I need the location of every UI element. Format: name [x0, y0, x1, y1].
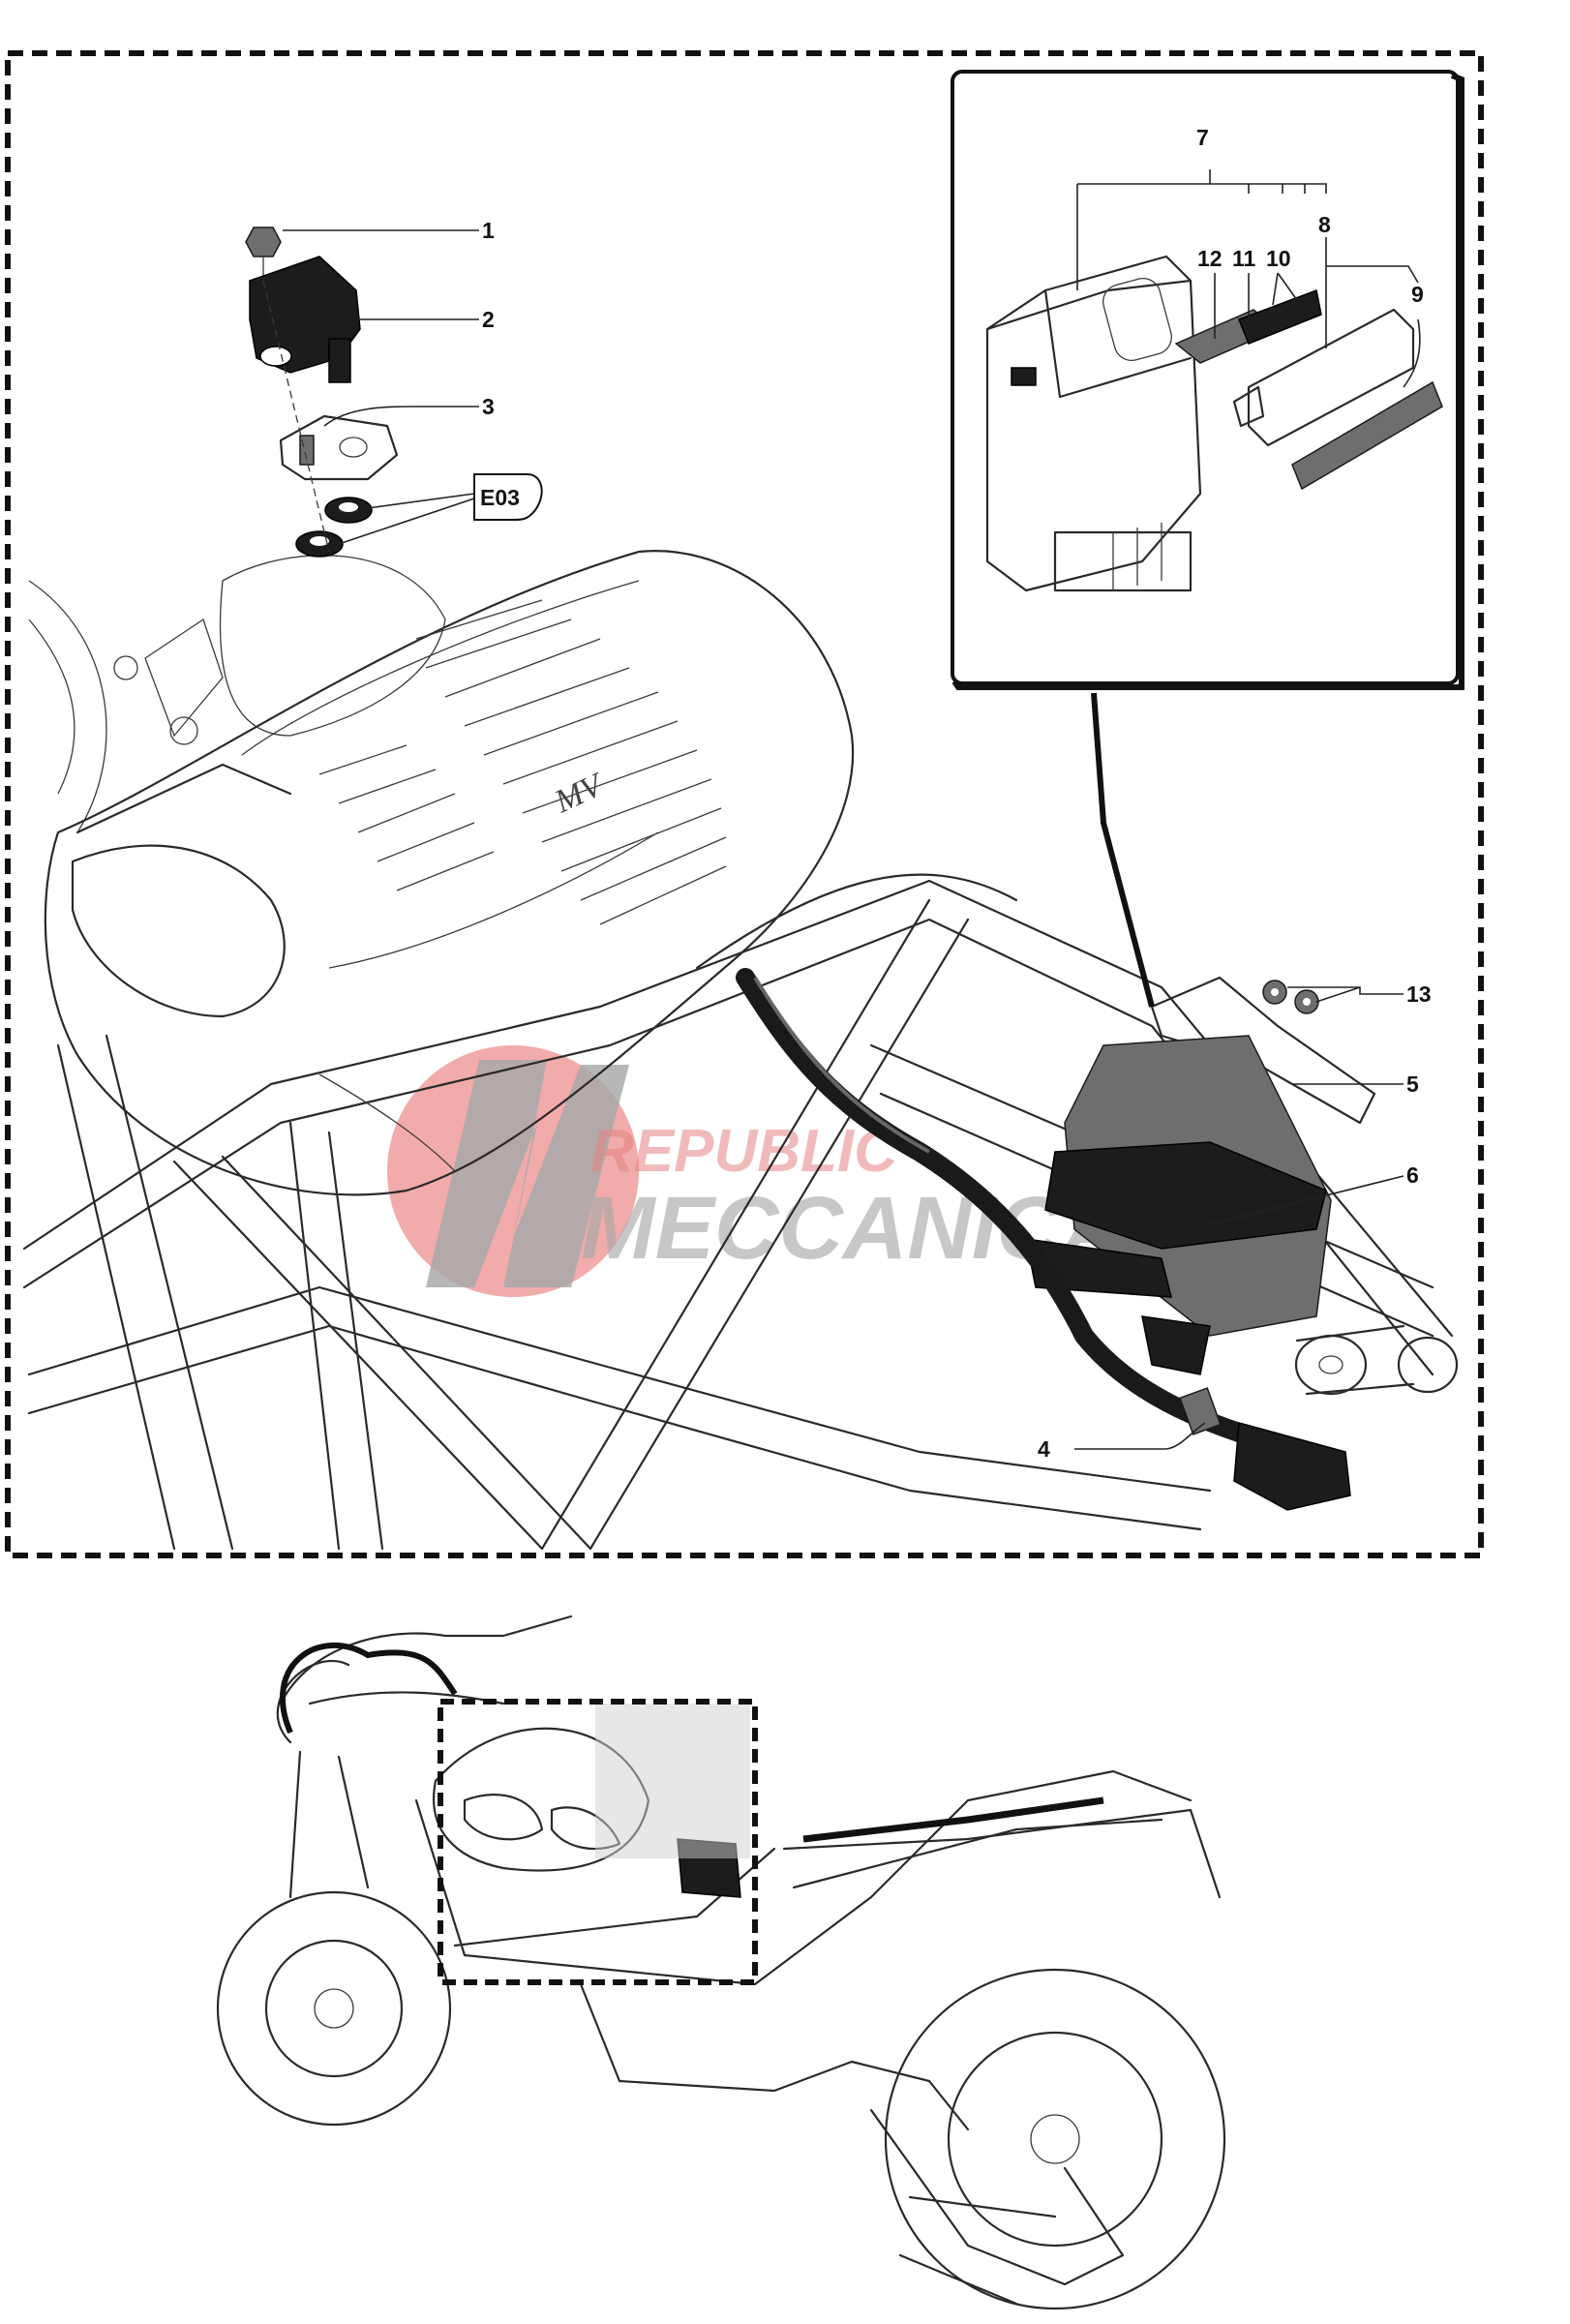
- reference-tag: E03: [473, 473, 543, 521]
- frame-tubes: [22, 580, 1454, 1551]
- callout-8: 8: [1318, 212, 1331, 237]
- callout-9: 9: [1411, 282, 1424, 307]
- callout-3: 3: [482, 394, 495, 419]
- callout-12: 12: [1197, 246, 1223, 271]
- callout-7: 7: [1196, 125, 1209, 150]
- callout-labels: 1 2 3 4 5 6 7 8 9 10 11 12 13: [482, 125, 1432, 1462]
- callout-4: 4: [1038, 1436, 1050, 1462]
- watermark-logo-icon: [426, 1060, 629, 1287]
- leader-lines: [283, 169, 1421, 1450]
- callout-1: 1: [482, 218, 495, 243]
- part-4-harness: [736, 968, 1351, 1511]
- rear-mount: [1294, 1324, 1459, 1396]
- callout-13: 13: [1406, 981, 1432, 1007]
- callout-10: 10: [1266, 246, 1291, 271]
- part-1-bolt: [245, 226, 282, 281]
- watermark-line1: REPUBLIC: [590, 1118, 898, 1185]
- callout-5: 5: [1406, 1071, 1419, 1097]
- part-3-bracket: [279, 414, 399, 481]
- ecu-assembly: [1025, 976, 1376, 1337]
- rubber-washers: [295, 497, 373, 558]
- brand-logo-icon: MV: [549, 766, 612, 820]
- callout-11: 11: [1232, 246, 1256, 271]
- detail-frame: [5, 50, 1484, 1558]
- callout-6: 6: [1406, 1162, 1419, 1188]
- watermark: REPUBLIC MECCANICA: [387, 1045, 1125, 1297]
- part-2-sensor: [249, 256, 361, 383]
- callout-2: 2: [482, 307, 495, 332]
- part-13-nuts: [1262, 980, 1319, 1014]
- ecu-inset: [951, 70, 1464, 690]
- overview-detail-box: [438, 1699, 758, 1985]
- reference-tag-label: E03: [480, 485, 520, 510]
- motorcycle-overview: [216, 1615, 1226, 2310]
